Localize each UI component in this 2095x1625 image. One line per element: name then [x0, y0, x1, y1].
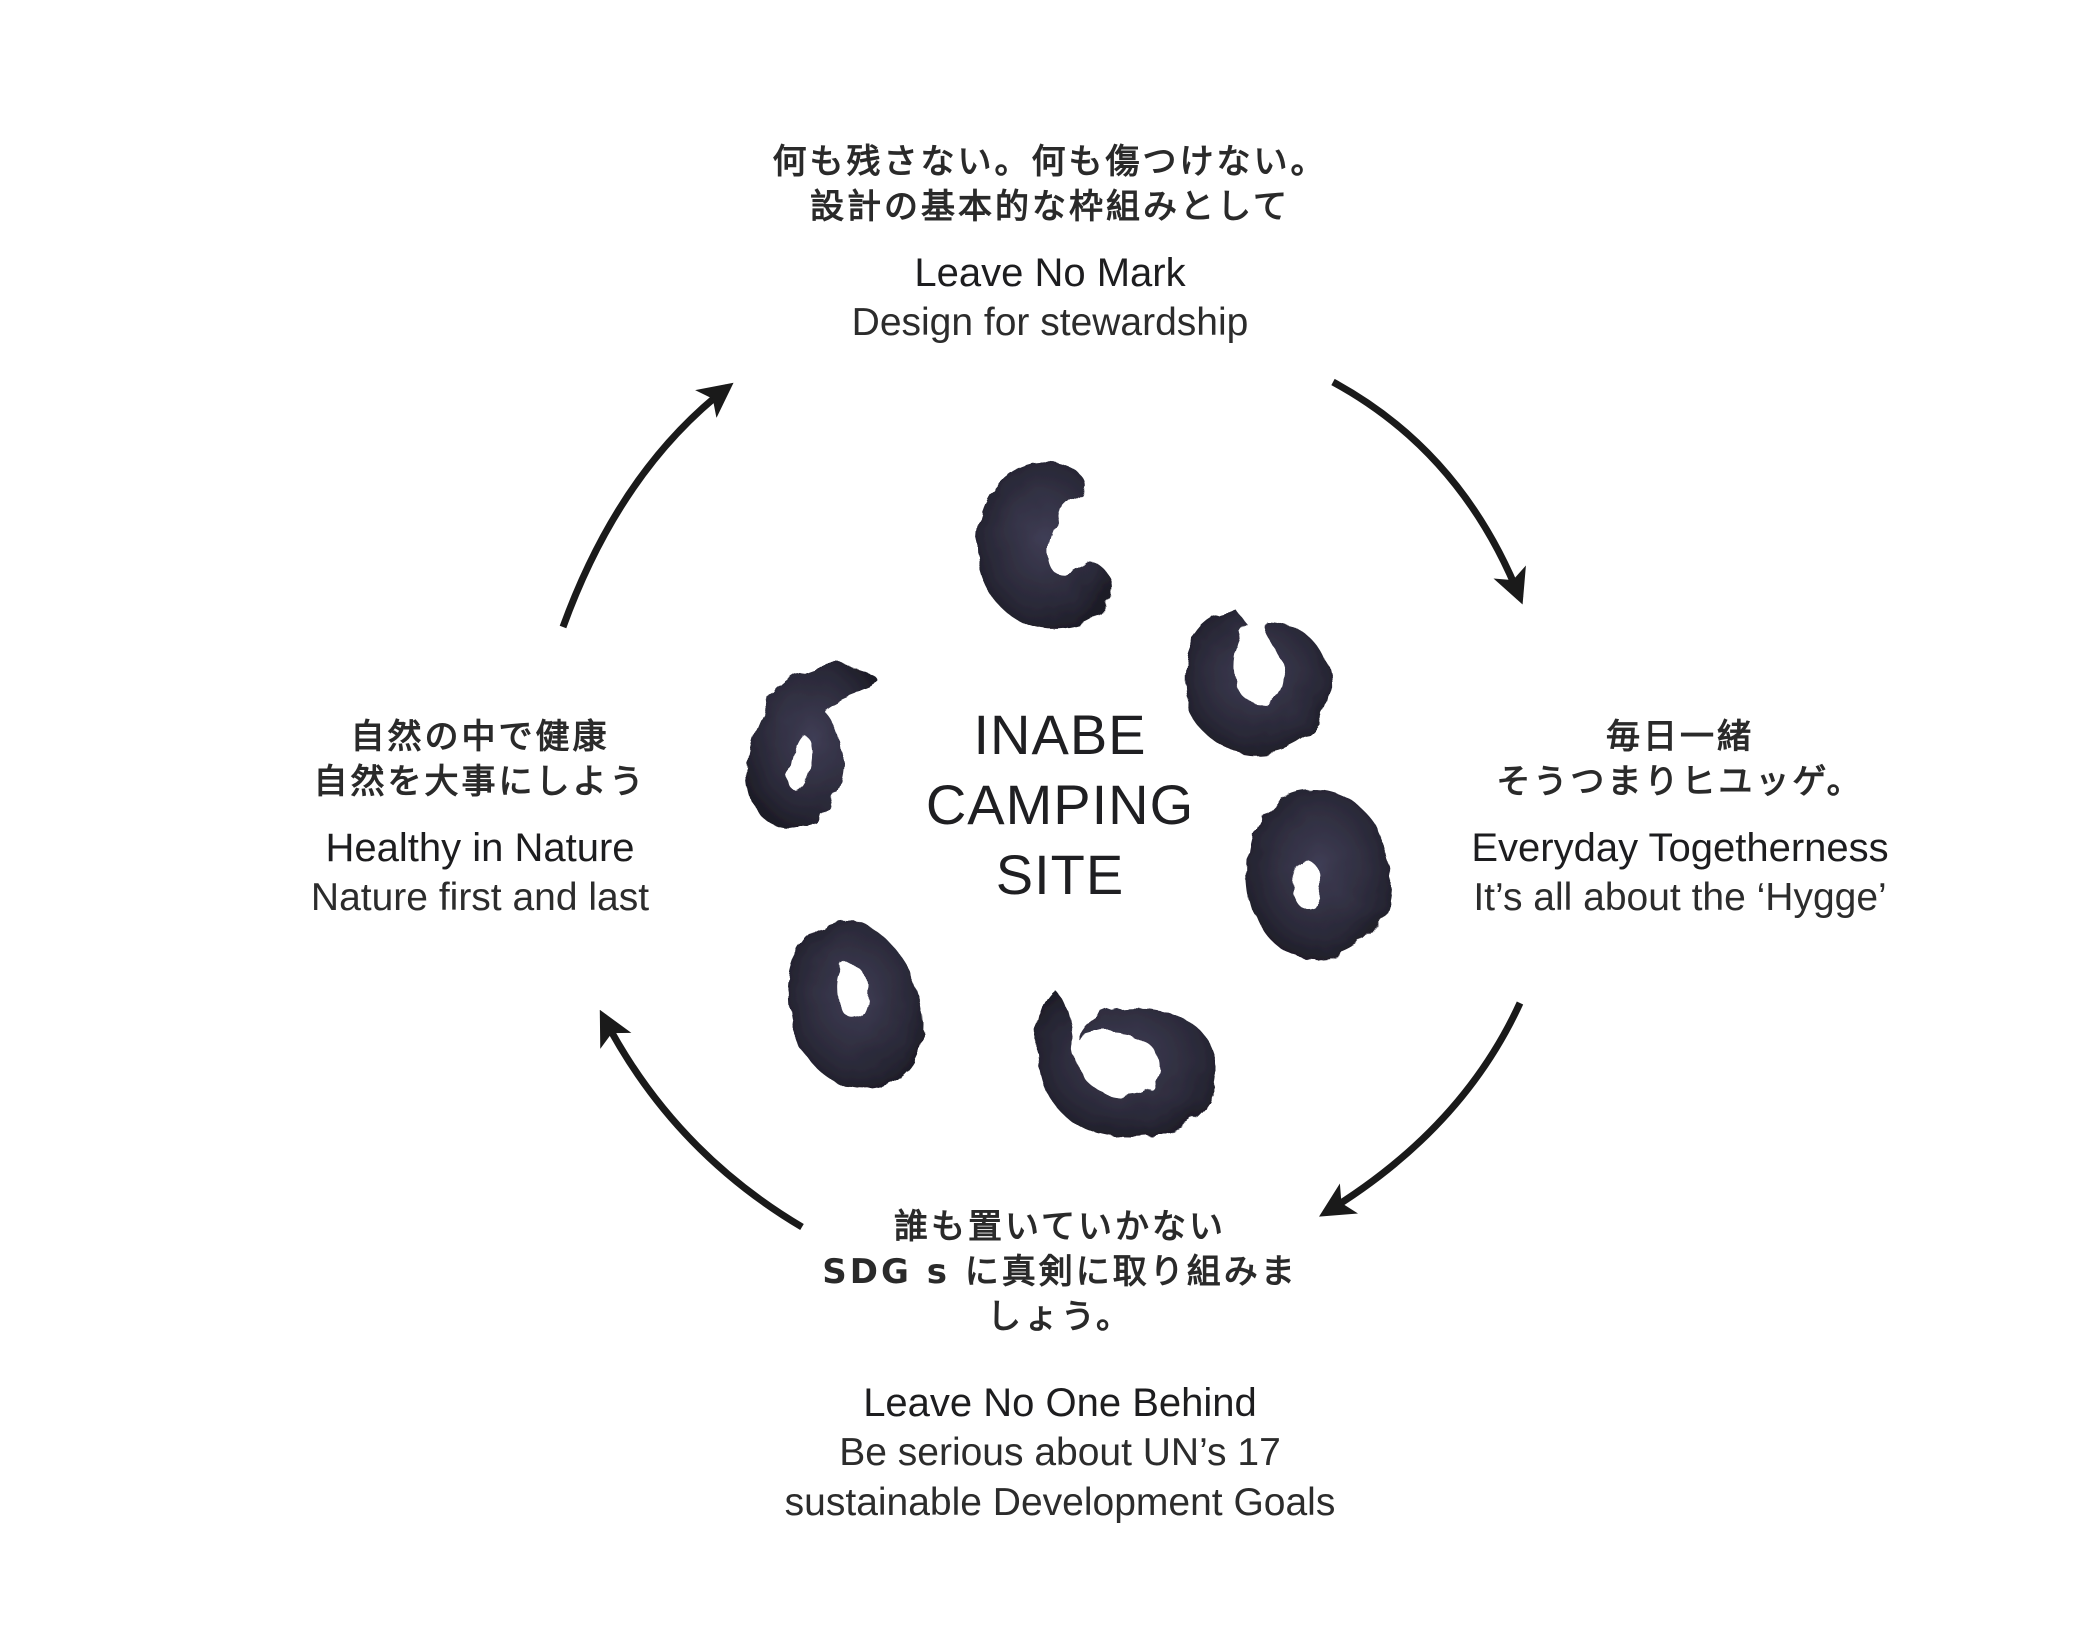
- ink-mark-left: [746, 664, 878, 828]
- principle-left-jp-line1: 自然の中で健康: [350, 717, 610, 757]
- principle-right-jp-line2: そうつまりヒユッゲ。: [1496, 762, 1864, 802]
- ink-mark-right: [1249, 789, 1391, 960]
- principle-top-subtitle: Design for stewardship: [851, 301, 1249, 344]
- principle-top: 何も残さない。何も傷つけない。 設計の基本的な枠組みとして Leave No M…: [740, 140, 1360, 348]
- arrow-bottom-to-left: [599, 1009, 804, 1231]
- principle-bottom-jp-line3: しょう。: [987, 1297, 1133, 1337]
- arrow-top-to-right: [1331, 378, 1526, 605]
- principle-right-title: Everyday Togetherness: [1471, 826, 1889, 870]
- principle-top-jp-line2: 設計の基本的な枠組みとして: [810, 187, 1290, 227]
- principle-bottom-jp-line1: 誰も置いていかない: [894, 1207, 1226, 1247]
- principle-right-jp-line1: 毎日一緒: [1606, 717, 1754, 757]
- principle-bottom-subtitle-line2: sustainable Development Goals: [784, 1481, 1336, 1524]
- principle-top-title: Leave No Mark: [914, 251, 1186, 295]
- principle-bottom-jp-line2: SDG s に真剣に取り組みま: [822, 1252, 1298, 1292]
- ink-mark-top: [976, 462, 1112, 629]
- center-title-line2: CAMPING: [925, 773, 1195, 836]
- principle-bottom: 誰も置いていかない SDG s に真剣に取り組みま しょう。 Leave No …: [760, 1205, 1360, 1528]
- arrow-right-to-bottom: [1319, 1001, 1524, 1217]
- principle-left-subtitle: Nature first and last: [310, 876, 650, 919]
- principle-right-subtitle: It’s all about the ‘Hygge’: [1473, 876, 1887, 919]
- arrow-left-to-top: [559, 382, 734, 629]
- principle-right: 毎日一緒 そうつまりヒユッゲ。 Everyday Togetherness It…: [1440, 715, 1920, 923]
- center-title-line3: SITE: [995, 843, 1125, 906]
- principle-top-jp-line1: 何も残さない。何も傷つけない。: [772, 142, 1328, 182]
- ink-mark-lower-left: [786, 919, 923, 1089]
- ink-mark-lower-right: [1036, 990, 1218, 1138]
- center-title-line1: INABE: [973, 703, 1147, 766]
- center-title: INABE CAMPING SITE: [880, 700, 1240, 910]
- principle-left-jp-line2: 自然を大事にしよう: [313, 762, 647, 802]
- principle-bottom-title: Leave No One Behind: [863, 1381, 1257, 1425]
- ink-mark-upper-right: [1182, 611, 1331, 754]
- principle-bottom-subtitle-line1: Be serious about UN’s 17: [839, 1431, 1281, 1474]
- principle-left-title: Healthy in Nature: [325, 826, 635, 870]
- principle-left: 自然の中で健康 自然を大事にしよう Healthy in Nature Natu…: [270, 715, 690, 923]
